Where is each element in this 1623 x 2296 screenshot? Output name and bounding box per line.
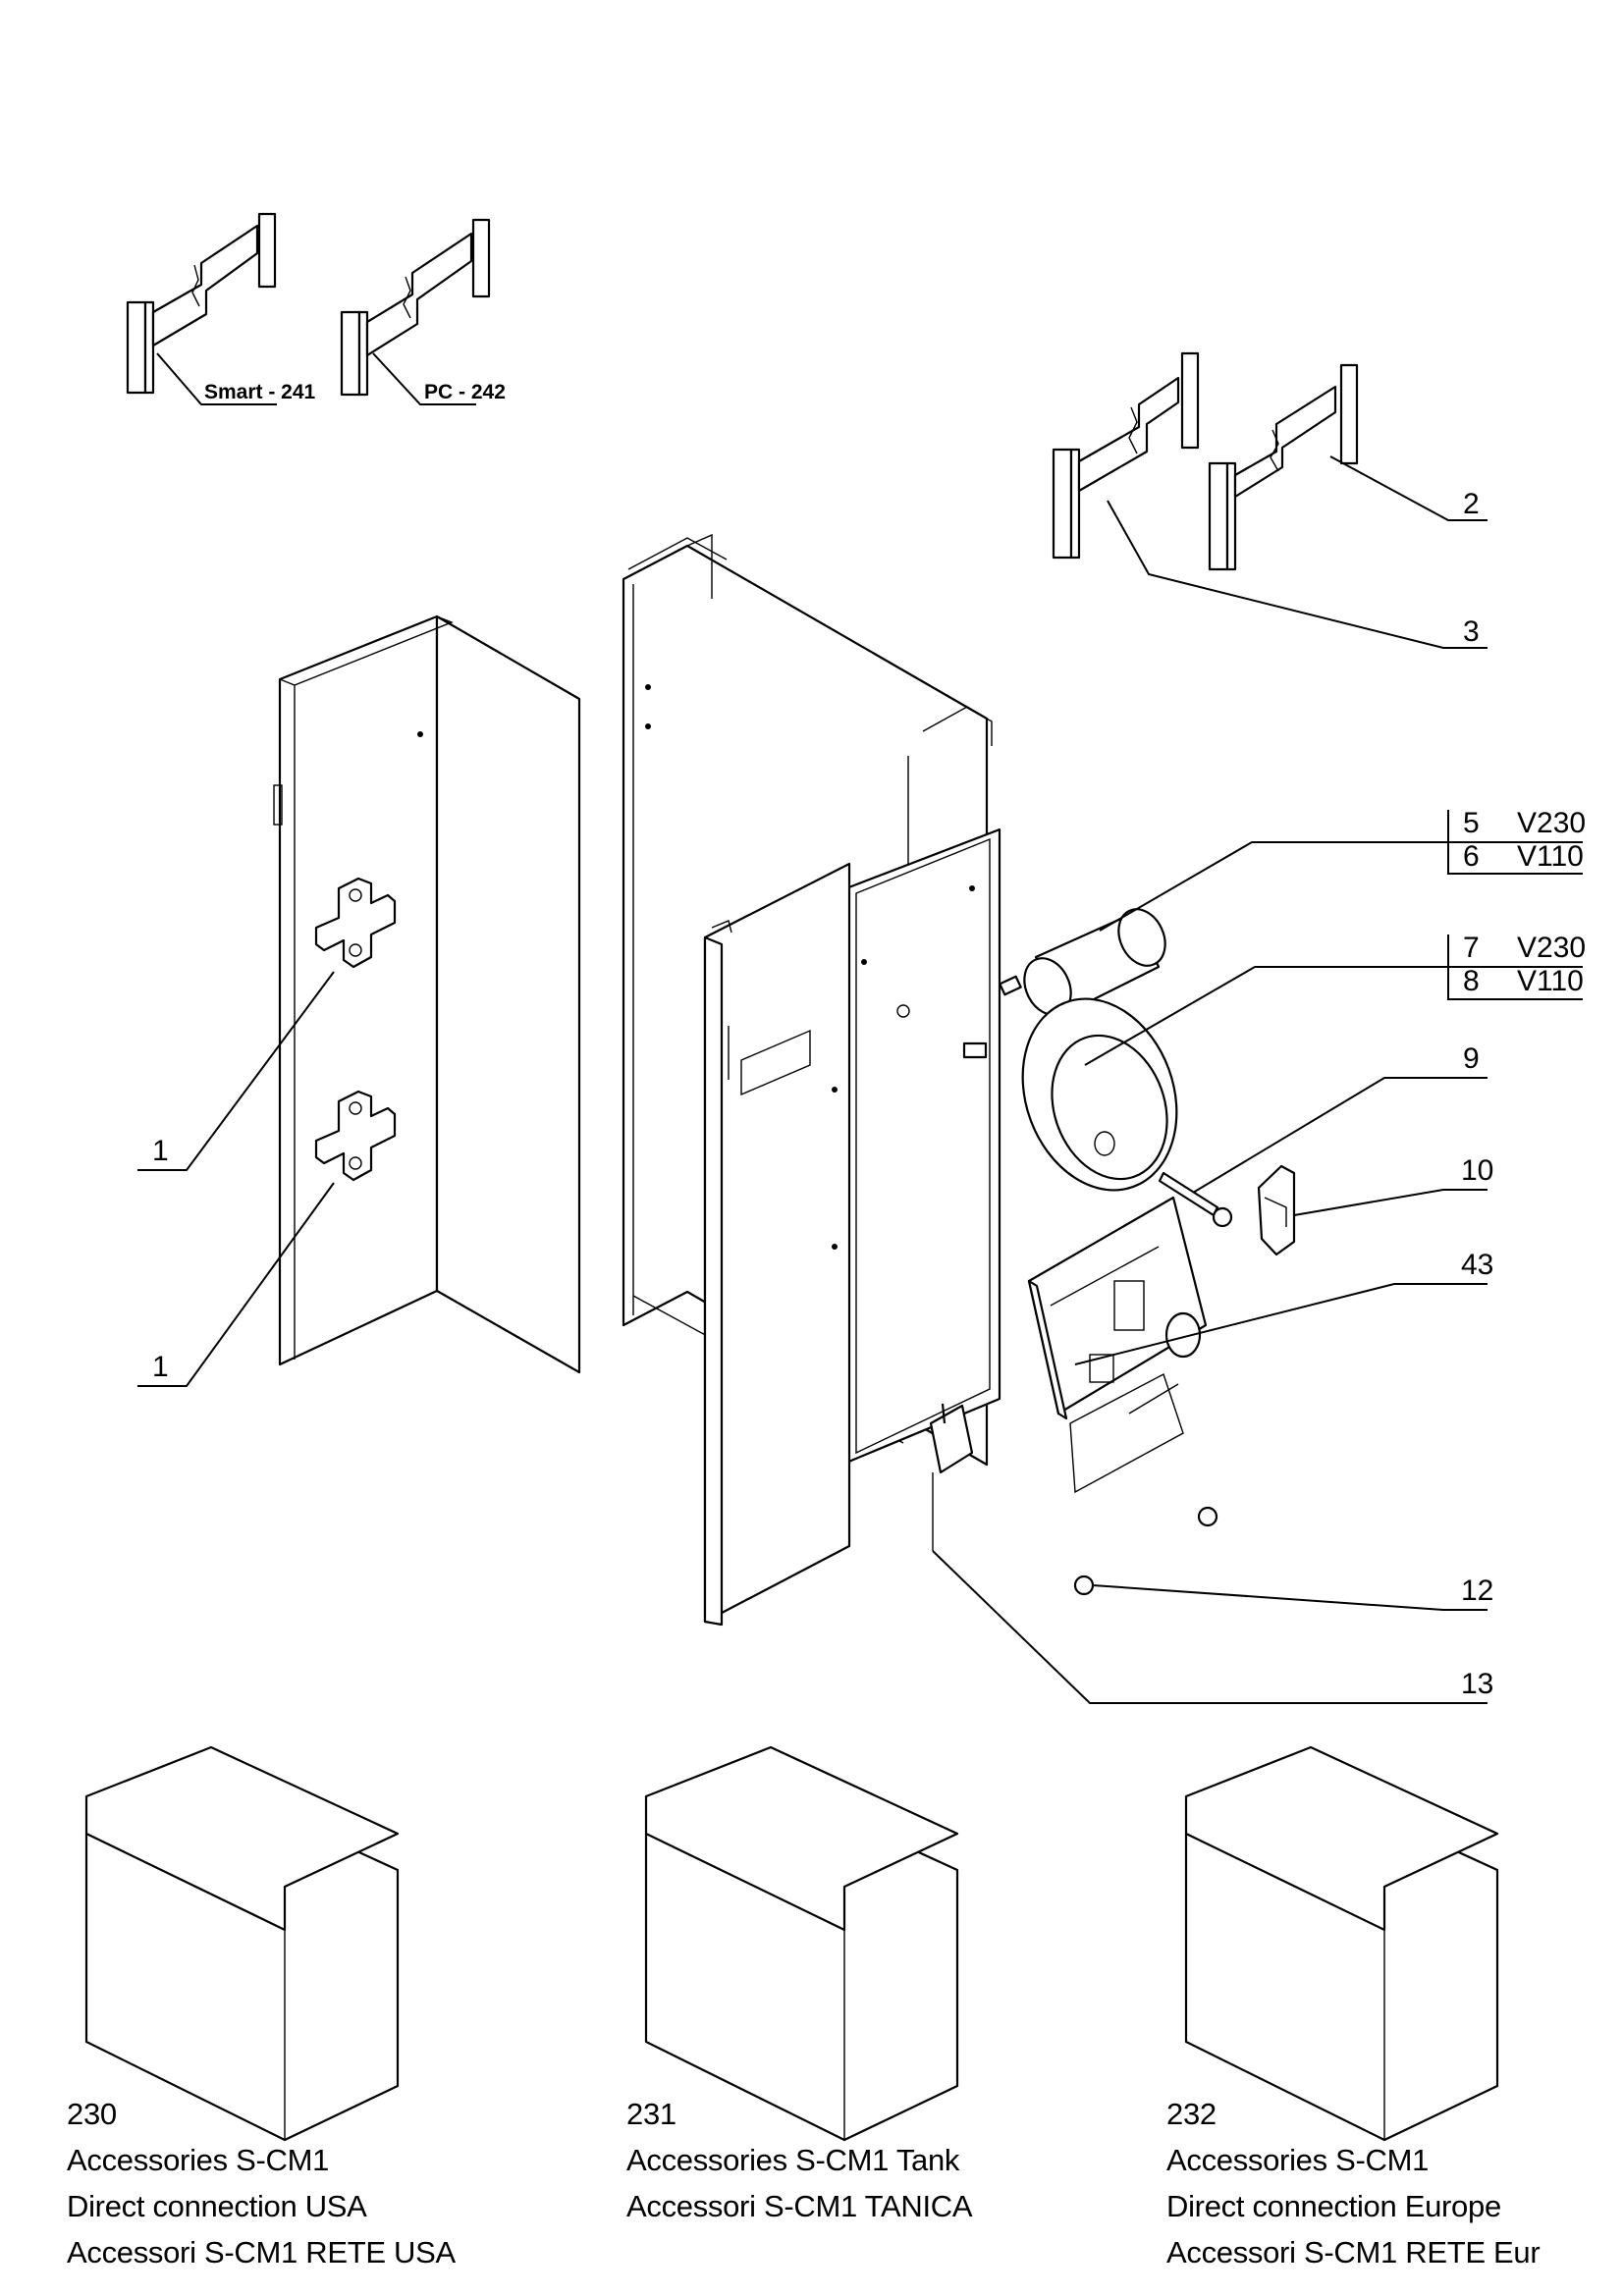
accessory-caption-232: 232 Accessories S-CM1 Direct connection … xyxy=(1166,2091,1579,2275)
accessory-line-2: Accessori S-CM1 TANICA xyxy=(626,2189,973,2223)
pc-cable xyxy=(340,218,491,397)
accessory-box-230 xyxy=(84,1745,400,2142)
callout-1-lower: 1 xyxy=(152,1351,169,1383)
circuit-board xyxy=(1027,1196,1208,1494)
callout-7: 7 xyxy=(1463,932,1480,964)
accessory-caption-230: 230 Accessories S-CM1 Direct connection … xyxy=(67,2091,456,2275)
smart-cable-label: Smart - 241 xyxy=(204,381,316,403)
accessory-box-231 xyxy=(644,1745,959,2142)
mounting-plate xyxy=(844,828,1001,1465)
callout-13: 13 xyxy=(1461,1668,1493,1700)
accessory-line-3: Accessori S-CM1 RETE USA xyxy=(67,2235,456,2269)
accessory-box-232 xyxy=(1184,1745,1499,2142)
callout-8-variant: V110 xyxy=(1517,965,1584,997)
cable-item-2 xyxy=(1208,363,1359,571)
callout-43: 43 xyxy=(1461,1249,1493,1281)
screw-item-9 xyxy=(1158,1171,1233,1228)
callout-3: 3 xyxy=(1463,615,1480,648)
callout-10: 10 xyxy=(1461,1154,1493,1187)
accessory-line-2: Direct connection USA xyxy=(67,2189,367,2223)
accessory-line-2: Direct connection Europe xyxy=(1166,2189,1501,2223)
accessory-line-1: Accessories S-CM1 xyxy=(67,2143,330,2177)
accessory-caption-231: 231 Accessories S-CM1 Tank Accessori S-C… xyxy=(626,2091,973,2229)
accessory-line-1: Accessories S-CM1 xyxy=(1166,2143,1430,2177)
cable-item-3 xyxy=(1052,351,1200,560)
callout-9: 9 xyxy=(1463,1042,1480,1075)
side-panel xyxy=(273,614,581,1374)
callout-7-variant: V230 xyxy=(1517,932,1586,964)
callout-8: 8 xyxy=(1463,965,1480,997)
hinge-lower xyxy=(314,1090,397,1182)
callout-1-upper: 1 xyxy=(152,1135,169,1167)
callout-5: 5 xyxy=(1463,807,1480,839)
callout-12: 12 xyxy=(1461,1575,1493,1607)
callout-6-variant: V110 xyxy=(1517,840,1584,873)
connector-item-10 xyxy=(1257,1164,1296,1256)
transformer-coil xyxy=(962,997,1178,1192)
callout-2: 2 xyxy=(1463,488,1480,520)
accessory-code: 230 xyxy=(67,2097,117,2131)
front-door xyxy=(703,862,851,1627)
callout-6: 6 xyxy=(1463,840,1480,873)
nut-item-12 xyxy=(1073,1575,1095,1596)
pc-cable-label: PC - 242 xyxy=(424,381,506,403)
micro-switch xyxy=(929,1403,974,1551)
callout-5-variant: V230 xyxy=(1517,807,1586,839)
smart-cable xyxy=(126,212,277,395)
accessory-code: 232 xyxy=(1166,2097,1217,2131)
nut-upper xyxy=(1197,1506,1218,1527)
accessory-line-3: Accessori S-CM1 RETE Eur xyxy=(1166,2235,1541,2269)
accessory-code: 231 xyxy=(626,2097,676,2131)
accessory-line-1: Accessories S-CM1 Tank xyxy=(626,2143,960,2177)
hinge-upper xyxy=(314,877,397,969)
